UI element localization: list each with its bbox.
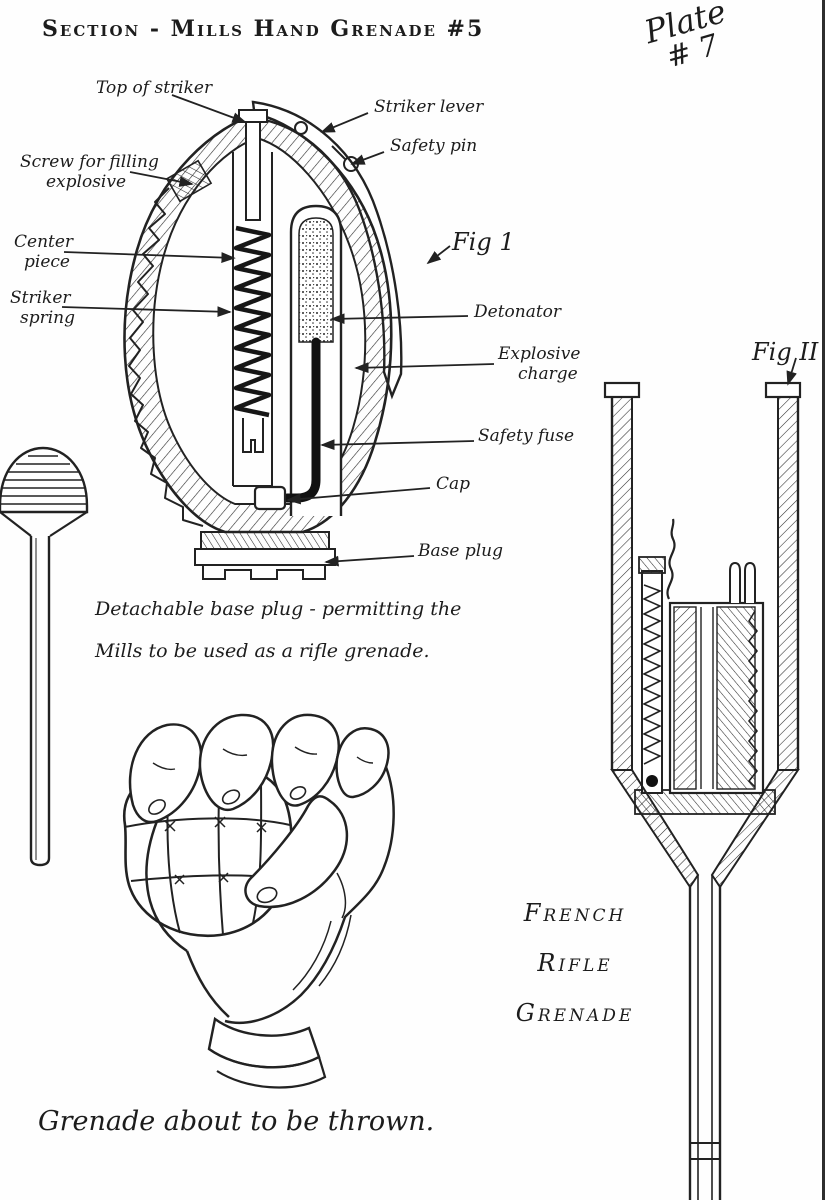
- fig1-label: Fig 1: [452, 228, 515, 256]
- fig2-title: French Rifle Grenade: [515, 899, 635, 1027]
- fig1-caption: Detachable base plug - permitting the Mi…: [95, 598, 462, 662]
- label-base-plug: Base plug: [418, 541, 503, 561]
- hand-holding-grenade-drawing: [95, 705, 395, 1104]
- label-top-of-striker: Top of striker: [96, 78, 213, 98]
- label-filling-screw: Screw for filling explosive: [20, 152, 159, 192]
- bottom-caption: Grenade about to be thrown.: [38, 1106, 435, 1137]
- label-explosive-charge: Explosive charge: [498, 344, 581, 384]
- label-center-piece: Center piece: [14, 232, 74, 272]
- label-striker-spring: Striker spring: [10, 288, 76, 328]
- label-detonator: Detonator: [474, 302, 562, 322]
- plate-number: Plate # 7: [640, 0, 737, 76]
- mills-grenade-section-drawing: [105, 80, 445, 599]
- rifle-rod-drawing: [0, 432, 98, 876]
- page-title: Section - Mills Hand Grenade #5: [42, 16, 485, 42]
- label-safety-pin: Safety pin: [390, 136, 478, 156]
- french-rifle-grenade-drawing: [595, 375, 810, 1200]
- scan-edge: [822, 0, 825, 1200]
- label-cap: Cap: [436, 474, 471, 494]
- label-striker-lever: Striker lever: [374, 97, 484, 117]
- fig2-label: Fig II: [752, 338, 819, 366]
- label-safety-fuse: Safety fuse: [478, 426, 574, 446]
